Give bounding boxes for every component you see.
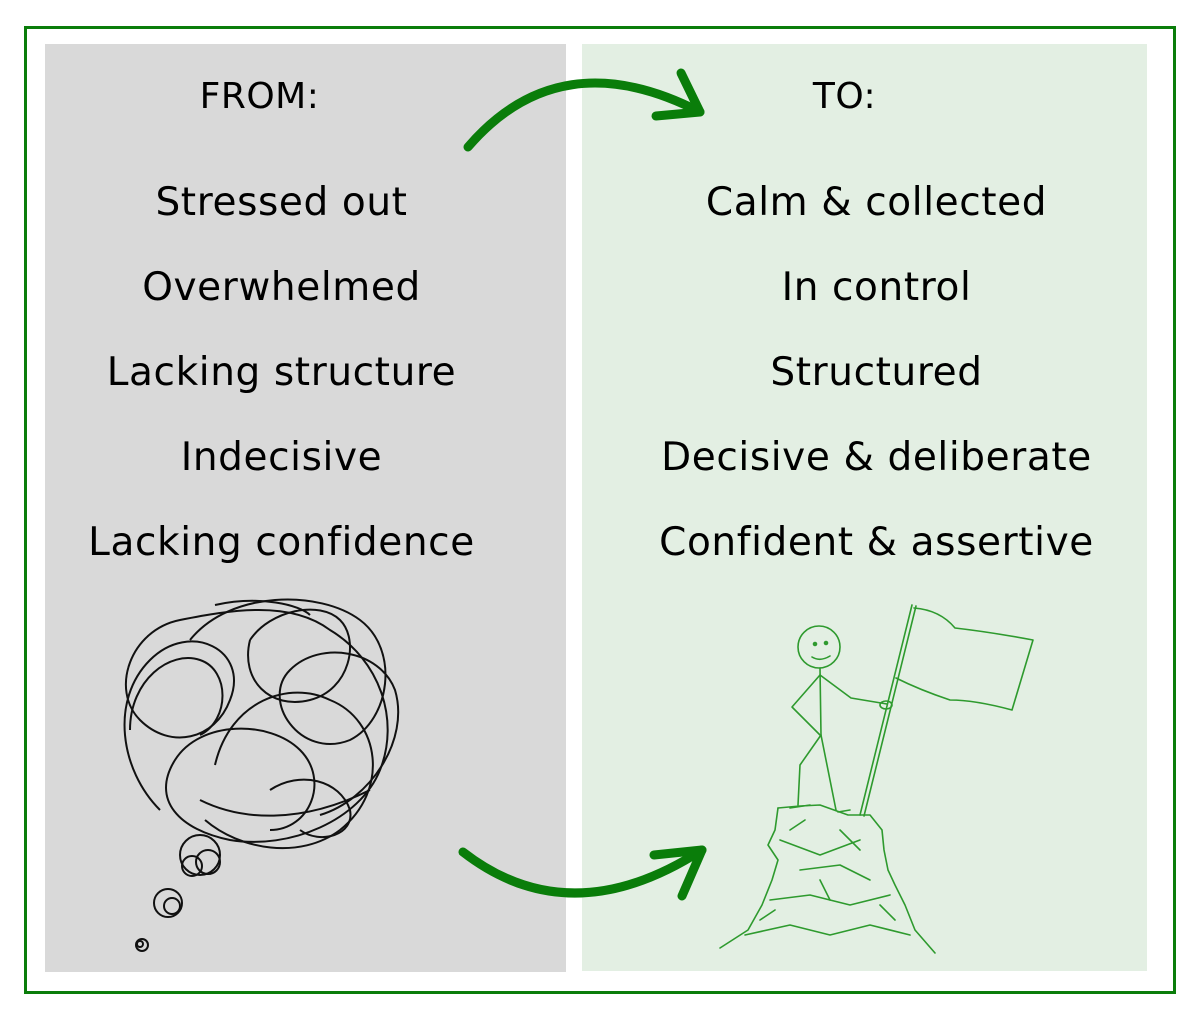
outer-frame: [24, 26, 1176, 994]
to-item: Calm & collected: [705, 180, 1048, 225]
to-item: Structured: [770, 350, 983, 395]
from-item: Overwhelmed: [142, 265, 421, 310]
to-item: Decisive & deliberate: [661, 435, 1092, 480]
from-item: Indecisive: [180, 435, 383, 480]
to-heading: TO:: [812, 76, 877, 117]
to-panel: TO: Calm & collected In control Structur…: [582, 44, 1147, 971]
from-panel: FROM: Stressed out Overwhelmed Lacking s…: [45, 44, 566, 972]
from-item: Lacking confidence: [88, 520, 475, 565]
from-item: Stressed out: [155, 180, 408, 225]
to-item: Confident & assertive: [659, 520, 1094, 565]
from-heading: FROM:: [199, 76, 320, 117]
from-item: Lacking structure: [106, 350, 457, 395]
to-item: In control: [781, 265, 972, 310]
